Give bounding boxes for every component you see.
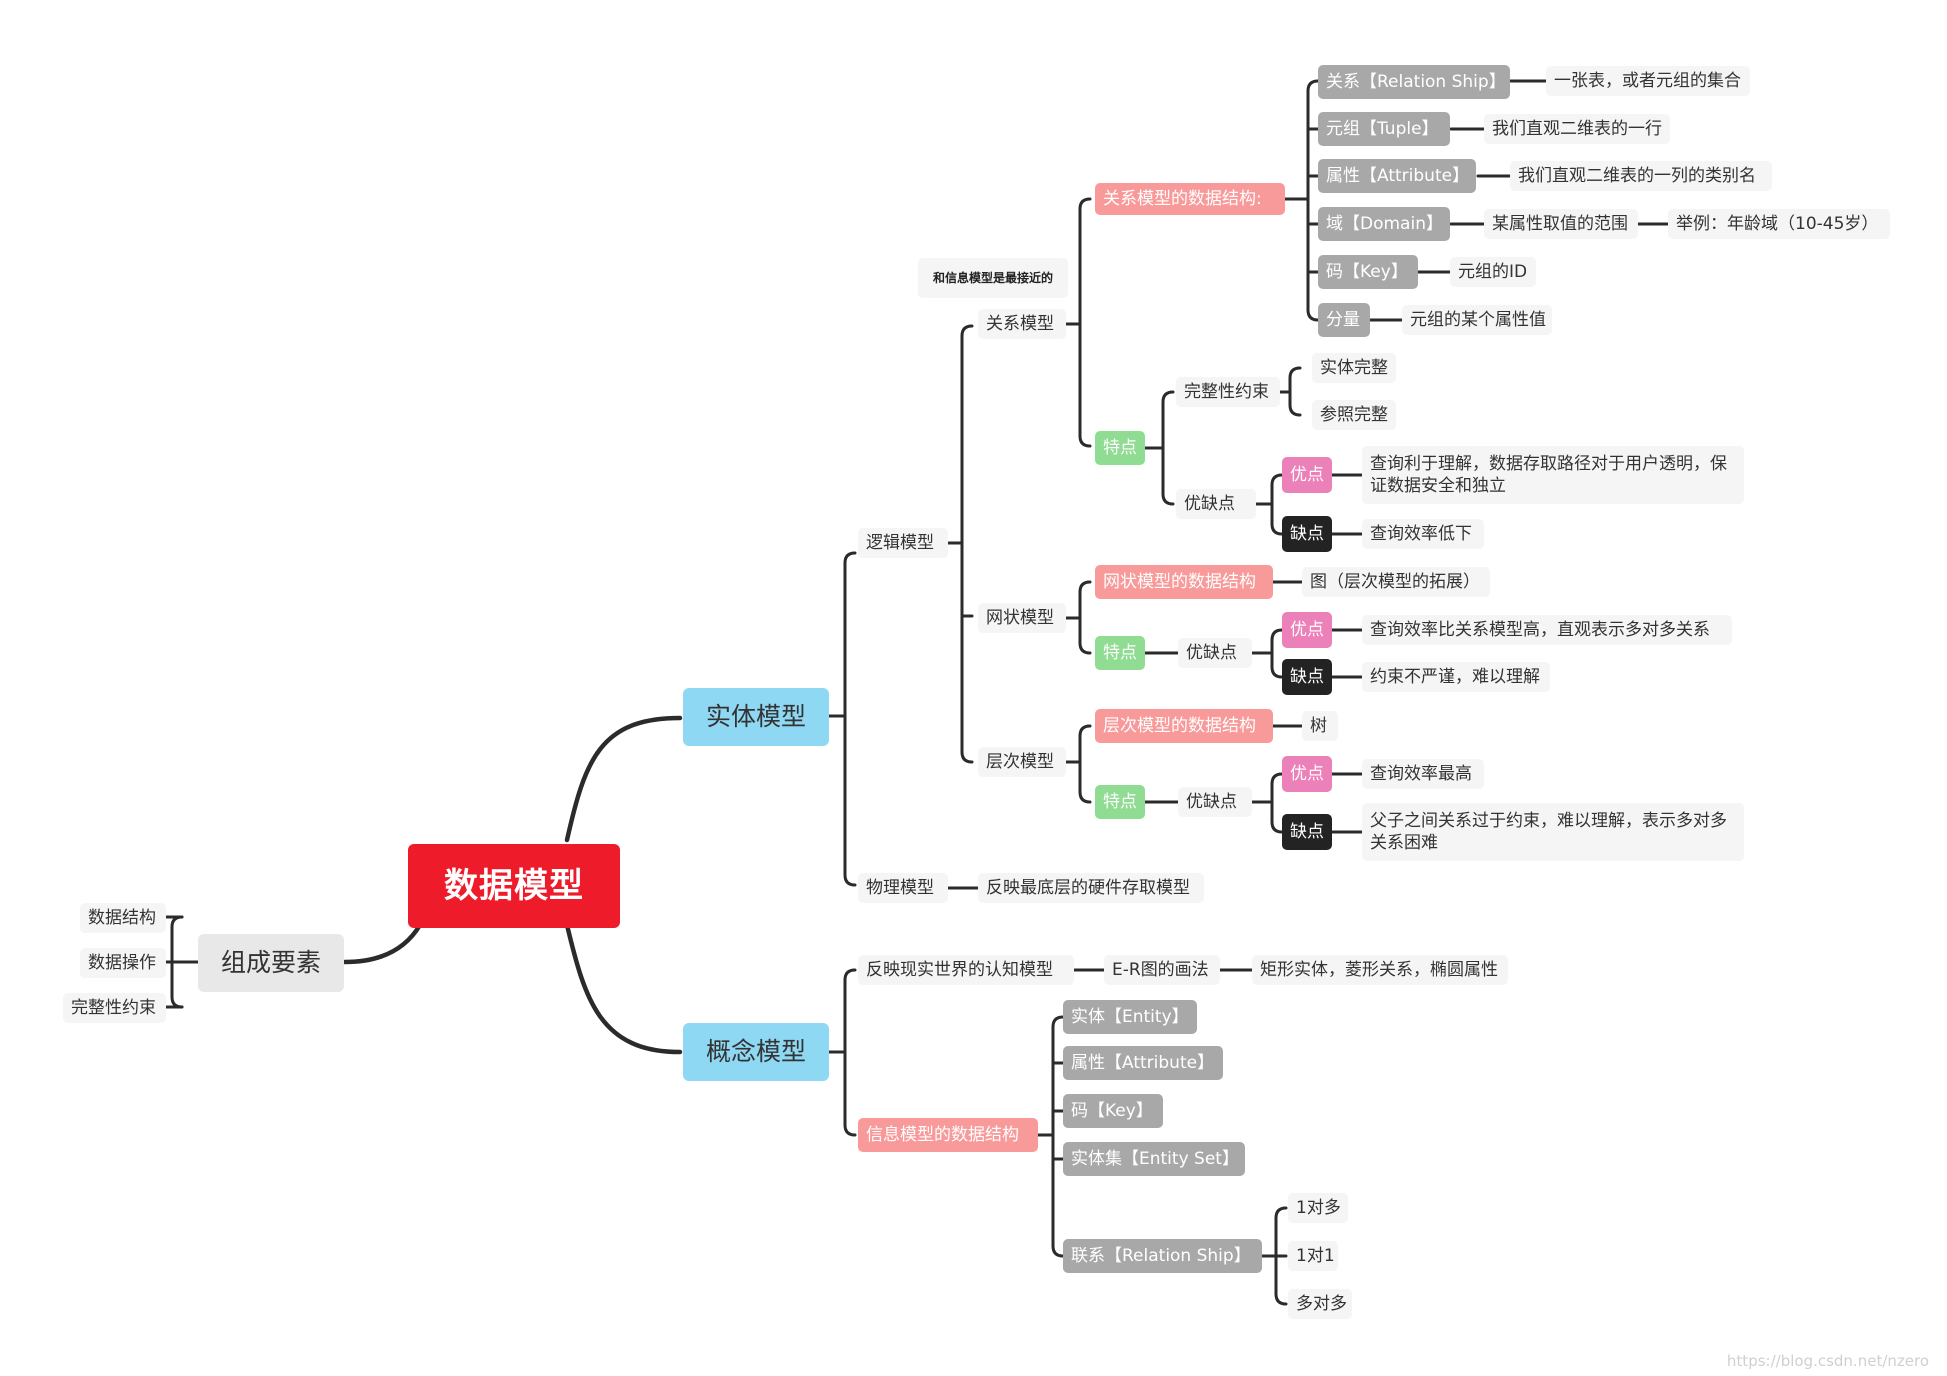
info-structure-node[interactable]: 信息模型的数据结构	[858, 1118, 1038, 1152]
info-key[interactable]: 码【Key】	[1063, 1094, 1163, 1128]
network-structure-node[interactable]: 网状模型的数据结构	[1095, 565, 1273, 599]
hierarchical-model-node[interactable]: 层次模型	[978, 747, 1066, 777]
hierarchical-con-tag[interactable]: 缺点	[1282, 814, 1332, 850]
cognitive-model-node[interactable]: 反映现实世界的认知模型	[858, 955, 1074, 985]
relation-one-to-many[interactable]: 1对多	[1288, 1193, 1348, 1223]
network-model-node[interactable]: 网状模型	[978, 603, 1066, 633]
relation-one-to-one[interactable]: 1对1	[1288, 1241, 1338, 1271]
er-method-node[interactable]: E-R图的画法	[1104, 955, 1220, 985]
hierarchical-structure-desc[interactable]: 树	[1302, 711, 1338, 741]
network-con-desc[interactable]: 约束不严谨，难以理解	[1362, 662, 1550, 692]
info-entity-set[interactable]: 实体集【Entity Set】	[1063, 1142, 1245, 1176]
info-entity[interactable]: 实体【Entity】	[1063, 1000, 1197, 1034]
left-item-integrity[interactable]: 完整性约束	[63, 993, 166, 1023]
hierarchical-features-node[interactable]: 特点	[1095, 785, 1145, 819]
component-desc[interactable]: 元组的某个属性值	[1402, 305, 1552, 335]
hierarchical-proscons-node[interactable]: 优缺点	[1178, 787, 1252, 817]
network-proscons-node[interactable]: 优缺点	[1178, 638, 1252, 668]
relational-con-tag[interactable]: 缺点	[1282, 516, 1332, 552]
relational-con-desc[interactable]: 查询效率低下	[1362, 519, 1484, 549]
entity-model-node[interactable]: 实体模型	[683, 688, 829, 746]
network-structure-desc[interactable]: 图（层次模型的拓展）	[1302, 567, 1490, 597]
left-item-data-structure[interactable]: 数据结构	[80, 903, 166, 933]
info-relation[interactable]: 联系【Relation Ship】	[1063, 1239, 1262, 1273]
concept-model-node[interactable]: 概念模型	[683, 1023, 829, 1081]
relation-desc[interactable]: 一张表，或者元组的集合	[1546, 66, 1750, 96]
relational-note: 和信息模型是最接近的	[918, 258, 1068, 298]
tuple-term[interactable]: 元组【Tuple】	[1318, 112, 1450, 146]
root-node[interactable]: 数据模型	[408, 844, 620, 928]
relational-features-node[interactable]: 特点	[1095, 431, 1145, 465]
attribute-term[interactable]: 属性【Attribute】	[1318, 159, 1476, 193]
relational-pro-tag[interactable]: 优点	[1282, 457, 1332, 493]
er-method-desc[interactable]: 矩形实体，菱形关系，椭圆属性	[1252, 955, 1508, 985]
hierarchical-pro-desc[interactable]: 查询效率最高	[1362, 759, 1484, 789]
left-item-data-operation[interactable]: 数据操作	[80, 948, 166, 978]
domain-term[interactable]: 域【Domain】	[1318, 207, 1450, 241]
hierarchical-con-desc[interactable]: 父子之间关系过于约束，难以理解，表示多对多关系困难	[1362, 803, 1744, 861]
network-con-tag[interactable]: 缺点	[1282, 659, 1332, 695]
physical-model-desc[interactable]: 反映最底层的硬件存取模型	[978, 873, 1204, 903]
relation-term[interactable]: 关系【Relation Ship】	[1318, 65, 1510, 99]
relation-many-to-many[interactable]: 多对多	[1288, 1289, 1352, 1319]
network-pro-desc[interactable]: 查询效率比关系模型高，直观表示多对多关系	[1362, 615, 1732, 645]
attribute-desc[interactable]: 我们直观二维表的一列的类别名	[1510, 161, 1772, 191]
component-term[interactable]: 分量	[1318, 303, 1370, 337]
domain-desc[interactable]: 某属性取值的范围	[1484, 209, 1638, 239]
info-attribute[interactable]: 属性【Attribute】	[1063, 1046, 1223, 1080]
tuple-desc[interactable]: 我们直观二维表的一行	[1484, 114, 1670, 144]
watermark: https://blog.csdn.net/nzero	[1726, 1352, 1929, 1370]
physical-model-node[interactable]: 物理模型	[858, 873, 948, 903]
relational-model-node[interactable]: 关系模型	[978, 309, 1066, 339]
network-features-node[interactable]: 特点	[1095, 636, 1145, 670]
component-elements-node[interactable]: 组成要素	[198, 934, 344, 992]
hierarchical-structure-node[interactable]: 层次模型的数据结构	[1095, 709, 1273, 743]
key-term[interactable]: 码【Key】	[1318, 255, 1418, 289]
entity-integrity[interactable]: 实体完整	[1312, 353, 1396, 383]
network-pro-tag[interactable]: 优点	[1282, 612, 1332, 648]
logical-model-node[interactable]: 逻辑模型	[858, 528, 948, 558]
relational-structure-node[interactable]: 关系模型的数据结构:	[1095, 183, 1285, 215]
domain-example[interactable]: 举例：年龄域（10-45岁）	[1668, 209, 1890, 239]
key-desc[interactable]: 元组的ID	[1450, 257, 1536, 287]
integrity-node[interactable]: 完整性约束	[1176, 377, 1280, 407]
relational-pro-desc[interactable]: 查询利于理解，数据存取路径对于用户透明，保证数据安全和独立	[1362, 446, 1744, 504]
relational-proscons-node[interactable]: 优缺点	[1176, 489, 1256, 519]
hierarchical-pro-tag[interactable]: 优点	[1282, 756, 1332, 792]
referential-integrity[interactable]: 参照完整	[1312, 400, 1396, 430]
